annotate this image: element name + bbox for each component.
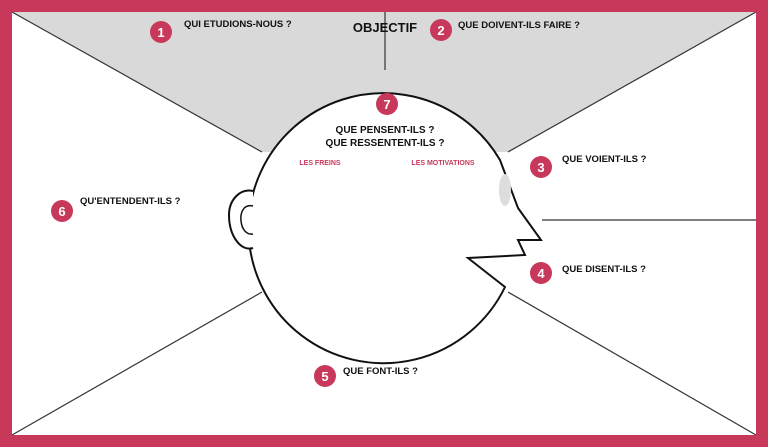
badge-7 (376, 93, 398, 115)
badge-5 (314, 365, 336, 387)
badge-7-number: 7 (383, 97, 390, 112)
section-7-label-line1: QUE PENSENT-ILS ? (336, 125, 435, 136)
section-5-label: QUE FONT-ILS ? (343, 366, 418, 377)
objective-title: OBJECTIF (353, 20, 417, 35)
sublabel-motivations: LES MOTIVATIONS (411, 160, 474, 167)
section-3-label: QUE VOIENT-ILS ? (562, 154, 647, 165)
section-4-label: QUE DISENT-ILS ? (562, 264, 646, 275)
badge-6-number: 6 (58, 204, 65, 219)
ear-inner (240, 204, 254, 235)
sublabel-freins: LES FREINS (299, 160, 341, 167)
badge-2 (430, 19, 452, 41)
section-7-label-line2: QUE RESSENTENT-ILS ? (326, 138, 445, 149)
badge-3 (530, 156, 552, 178)
badge-6 (51, 200, 73, 222)
divider-bottom-right (507, 291, 757, 436)
divider-top-right (507, 11, 757, 153)
badge-5-number: 5 (321, 369, 328, 384)
divider-top-left (11, 11, 263, 153)
badge-2-number: 2 (437, 23, 444, 38)
section-2-label: QUE DOIVENT-ILS FAIRE ? (458, 20, 580, 31)
divider-bottom-left (11, 291, 263, 436)
section-1-label: QUI ETUDIONS-NOUS ? (184, 19, 292, 30)
badge-4 (530, 262, 552, 284)
badge-4-number: 4 (537, 266, 545, 281)
badge-1 (150, 21, 172, 43)
badge-1-number: 1 (157, 25, 164, 40)
badge-3-number: 3 (537, 160, 544, 175)
section-6-label: QU'ENTENDENT-ILS ? (80, 196, 181, 207)
eye-shape (499, 174, 511, 206)
